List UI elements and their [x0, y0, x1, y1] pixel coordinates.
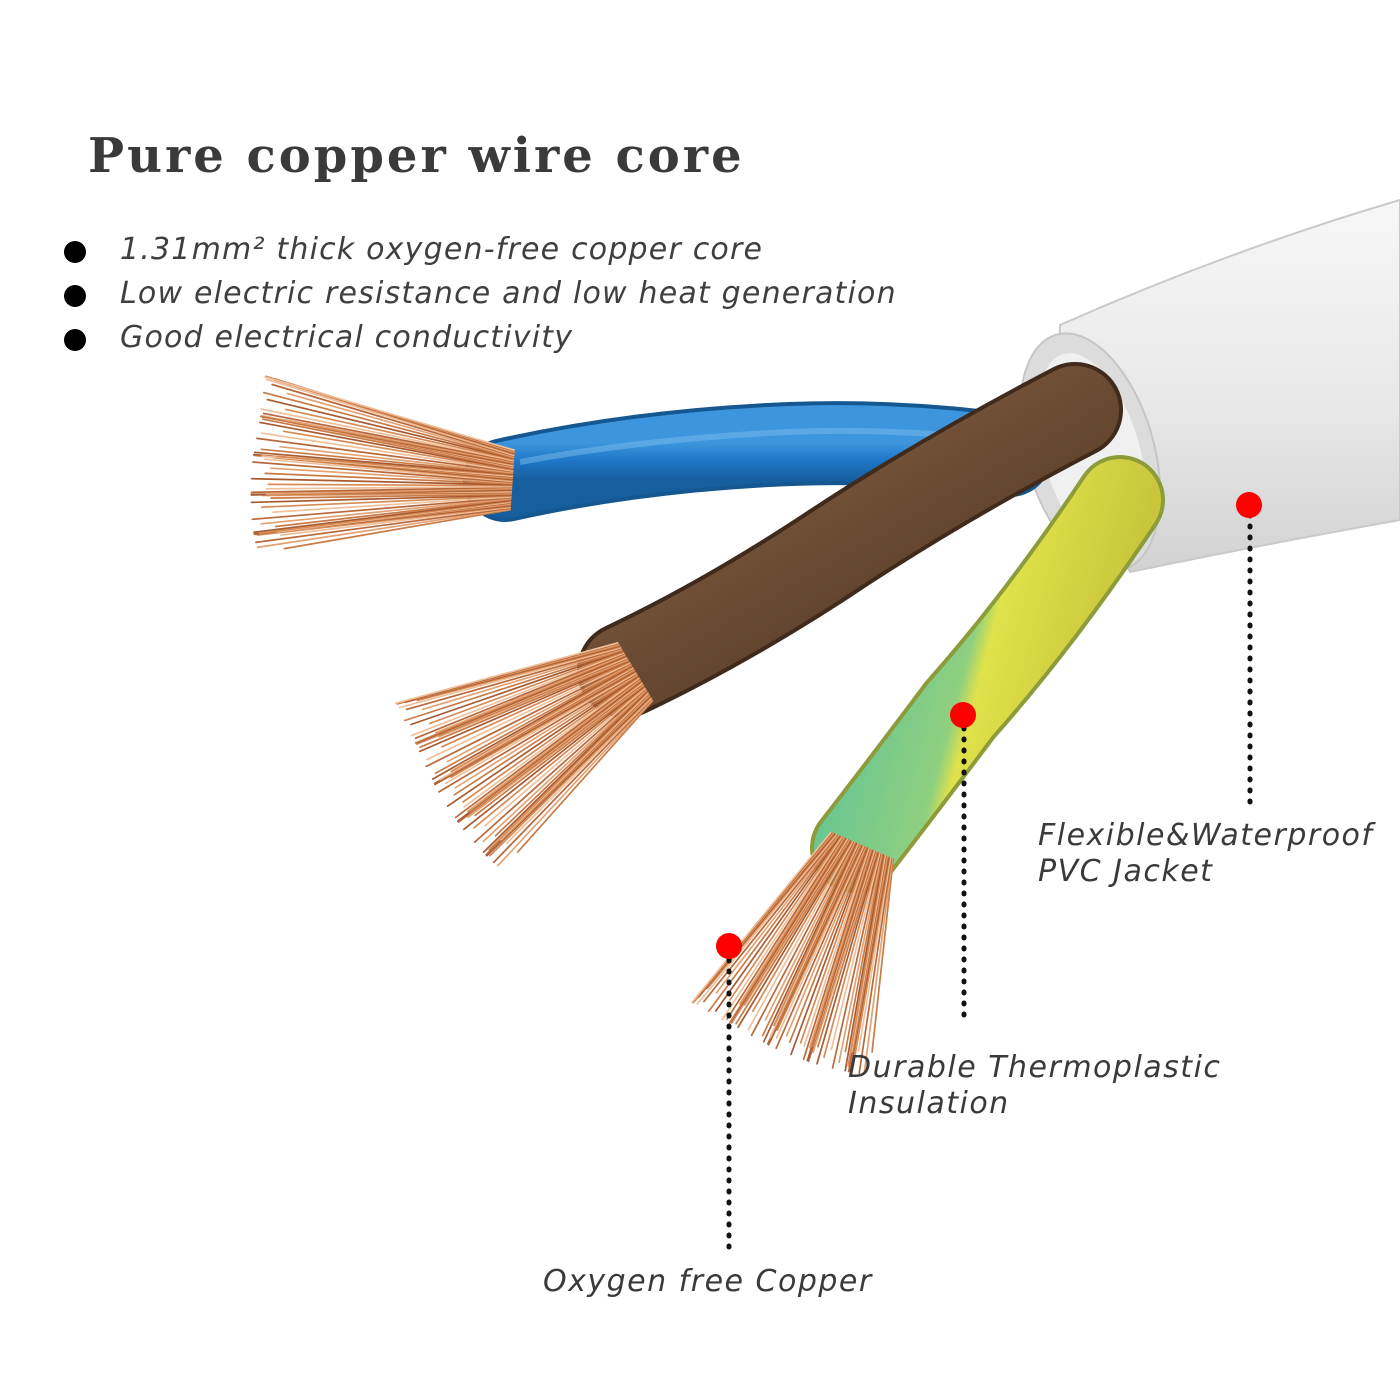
copper-strands-brown — [395, 642, 654, 867]
bullet-icon — [64, 285, 86, 307]
jacket-callout: Flexible&Waterproof PVC Jacket — [1038, 818, 1373, 890]
jacket-marker — [1236, 492, 1262, 815]
jacket-callout-line1: Flexible&Waterproof — [1038, 818, 1374, 853]
insulation-callout-line1: Durable Thermoplastic — [848, 1050, 1222, 1085]
copper-strands-blue — [250, 375, 515, 550]
feature-text: Good electrical conductivity — [120, 320, 574, 355]
copper-callout-line1: Oxygen free Copper — [543, 1264, 873, 1299]
page-title: Pure copper wire core — [88, 128, 745, 184]
feature-text: Low electric resistance and low heat gen… — [120, 276, 897, 311]
brown-conductor — [577, 362, 1123, 718]
insulation-marker — [950, 702, 976, 1025]
bullet-icon — [64, 329, 86, 351]
insulation-callout-line2: Insulation — [848, 1086, 1010, 1121]
bullet-icon — [64, 241, 86, 263]
copper-strands-earth — [691, 831, 895, 1075]
insulation-callout: Durable Thermoplastic Insulation — [848, 1050, 1221, 1122]
feature-text: 1.31mm² thick oxygen-free copper core — [120, 232, 764, 267]
copper-callout: Oxygen free Copper — [543, 1264, 873, 1300]
copper-marker — [716, 933, 742, 1255]
jacket-callout-line2: PVC Jacket — [1038, 854, 1214, 889]
